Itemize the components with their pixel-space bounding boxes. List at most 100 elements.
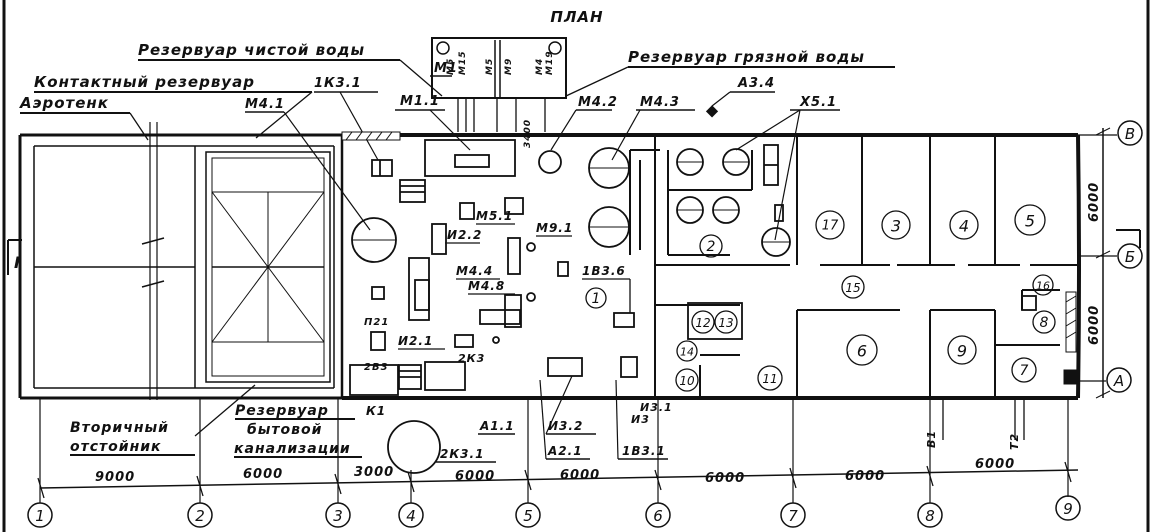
label-clean-water-reservoir: Резервуар чистой воды (138, 41, 365, 59)
dim-3-4: 3000 (354, 465, 394, 480)
room-17: 17 (822, 219, 839, 234)
axis-v: В (1125, 125, 1135, 143)
axis-a: А (1113, 372, 1124, 390)
tag-m4-1: М4.1 (245, 97, 285, 112)
tag-2k3: 2К3 (458, 352, 485, 365)
label-household-reservoir-2: бытовой (247, 422, 322, 438)
room-10: 10 (679, 374, 695, 388)
dim-5-6: 6000 (560, 468, 600, 483)
room-13: 13 (718, 316, 733, 330)
aerotank-tanks (34, 122, 331, 400)
bottom-labels: Вторичный отстойник Резервуар бытовой ка… (70, 375, 1025, 463)
tag-k1: К1 (366, 404, 386, 418)
tag-2v3: 2В3 (364, 362, 389, 373)
tag-a1-1: А1.1 (479, 419, 515, 433)
tag-1k3-1: 1К3.1 (314, 76, 362, 91)
label-household-reservoir-1: Резервуар (235, 403, 329, 419)
pipe-mark: М9 (504, 58, 514, 75)
section-marker-left: I (7, 239, 22, 275)
room-15: 15 (845, 281, 860, 295)
room-1: 1 (592, 291, 601, 307)
pipe-mark: М19 (545, 51, 555, 75)
room-12: 12 (695, 316, 710, 330)
tag-m1-1: М1.1 (400, 94, 440, 109)
tag-x5-1: Х5.1 (799, 95, 837, 110)
axis-2: 2 (195, 507, 205, 525)
tag-m4-3: М4.3 (640, 95, 680, 110)
room-16: 16 (1036, 280, 1050, 293)
dim-2-3: 6000 (243, 467, 283, 482)
room-6: 6 (857, 342, 867, 361)
top-labels: Резервуар чистой воды Резервуар грязной … (19, 41, 895, 241)
label-secondary-settler-2: отстойник (70, 439, 162, 455)
equipment-blocks (349, 139, 1037, 396)
tag-v1: В1 (925, 430, 938, 448)
pipe-mark: М5 (485, 58, 495, 75)
pipe-mark: М15 (458, 51, 468, 75)
vertical-dimensions: 6000 6000 (1087, 127, 1111, 399)
axis-5: 5 (523, 507, 533, 525)
label-contact-reservoir: Контактный резервуар (34, 73, 255, 91)
tag-m4-4: М4.4 (456, 264, 493, 278)
dim-7-8: 6000 (845, 469, 885, 484)
tag-i3-2: И3.2 (548, 419, 583, 433)
axis-9: 9 (1063, 500, 1073, 518)
tag-m4-2: М4.2 (578, 95, 618, 110)
section-label: I (14, 253, 21, 272)
interior-walls (629, 135, 1078, 398)
lettered-axes: В Б А (1078, 120, 1143, 393)
tag-t2: Т2 (1008, 433, 1021, 450)
tag-m9-1: М9.1 (536, 221, 573, 235)
building-outline (18, 133, 1081, 400)
dim-v-1: 6000 (1087, 182, 1102, 222)
room-9: 9 (957, 342, 967, 361)
room-2: 2 (707, 239, 716, 255)
dim-6-7: 6000 (705, 471, 745, 486)
room-numbers: 1 2 3 4 5 6 7 8 9 10 11 12 13 14 15 16 1… (585, 204, 1056, 392)
label-dirty-water-reservoir: Резервуар грязной воды (628, 48, 865, 66)
tag-i3-1: И3.1 (640, 401, 673, 414)
tag-1v3-1: 1В3.1 (622, 444, 666, 458)
axis-1: 1 (35, 507, 45, 525)
label-household-reservoir-3: канализации (234, 441, 351, 457)
room-5: 5 (1025, 212, 1035, 231)
room-3: 3 (891, 217, 901, 236)
dimension-chain: 9000 6000 3000 6000 6000 6000 6000 6000 (37, 457, 1079, 499)
tag-a3-4: А3.4 (737, 76, 775, 91)
tag-1v3-6: 1В3.6 (582, 264, 626, 278)
axis-6: 6 (653, 507, 663, 525)
interior-leaders (398, 223, 631, 350)
tag-a2-1: А2.1 (547, 444, 583, 458)
interior-tags: И2.2 М5.1 М9.1 М4.4 М4.8 И2.1 1В3.6 П21 … (364, 209, 626, 373)
room-14: 14 (680, 346, 694, 359)
tag-i2-2: И2.2 (447, 228, 482, 242)
tag-m4-8: М4.8 (468, 279, 505, 293)
axis-7: 7 (788, 507, 798, 525)
axis-b: Б (1125, 248, 1135, 266)
tag-i2-1: И2.1 (398, 334, 433, 348)
label-secondary-settler-1: Вторичный (70, 420, 169, 436)
axis-3: 3 (333, 507, 343, 525)
room-8: 8 (1040, 315, 1049, 331)
tag-m1: М1 (434, 61, 458, 76)
tag-2k3-1: 2К3.1 (440, 447, 484, 461)
room-7: 7 (1020, 363, 1029, 379)
section-marker-right (1116, 229, 1141, 248)
numbered-axes: 1 2 3 4 5 6 7 8 9 (27, 398, 1081, 528)
diamond-symbol: ◆ (706, 101, 719, 120)
room-4: 4 (959, 217, 969, 236)
tag-m5-1: М5.1 (476, 209, 513, 223)
pipe-mark: М5 (446, 58, 456, 75)
hatched-walls (341, 131, 1077, 385)
tag-i3: И3 (631, 413, 650, 426)
dim-8-9: 6000 (975, 457, 1015, 472)
axis-4: 4 (406, 507, 416, 525)
dim-v-2: 6000 (1087, 305, 1102, 345)
plan-title: ПЛАН (550, 8, 603, 26)
dim-1-2: 9000 (95, 470, 135, 485)
pipe-mark: М4 (535, 58, 545, 75)
equipment-circles (351, 147, 791, 474)
dim-4-5: 6000 (455, 469, 495, 484)
label-aerotank: Аэротенк (19, 94, 109, 112)
